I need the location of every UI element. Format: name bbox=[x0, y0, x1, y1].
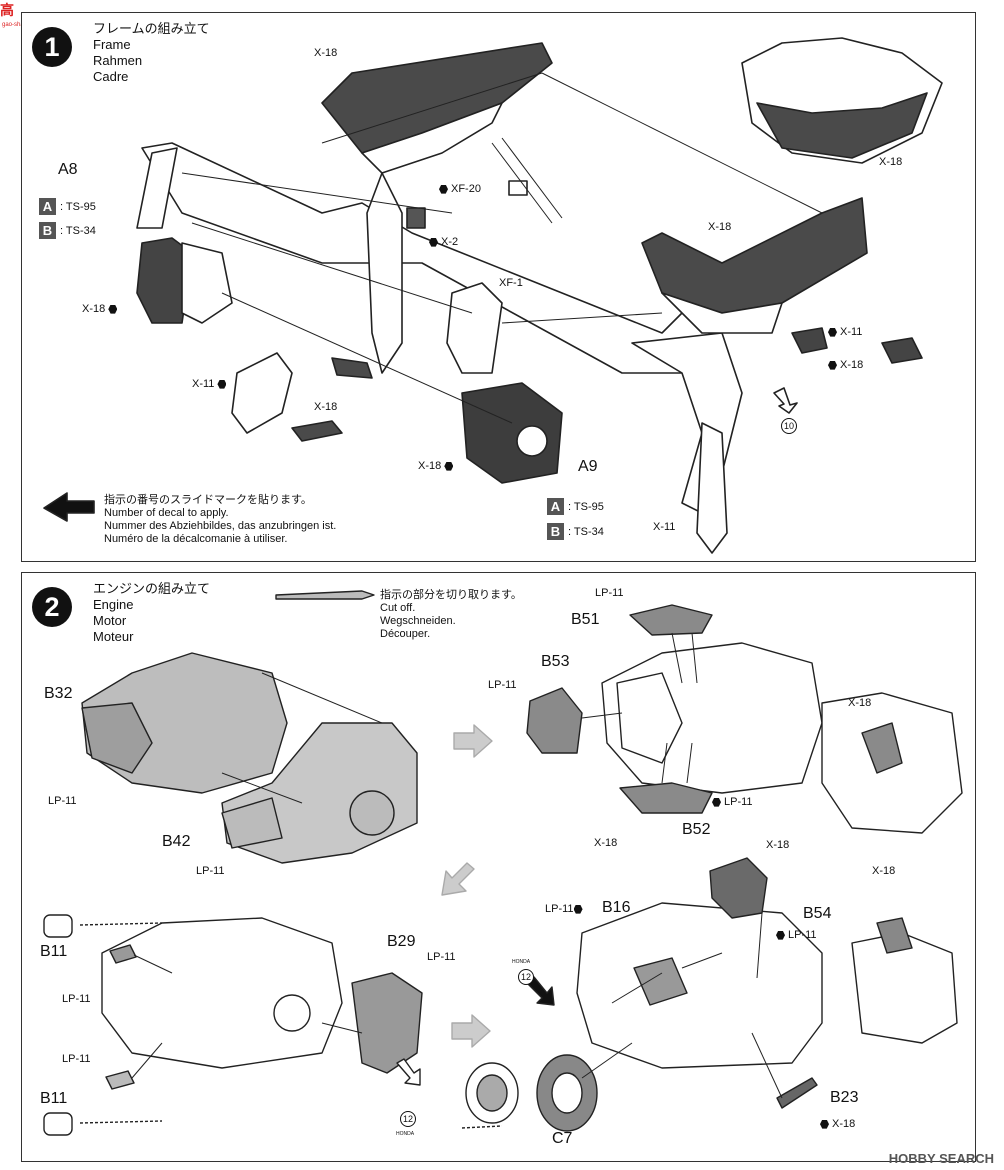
callout-x18-mid: X-18 bbox=[314, 401, 338, 413]
frame-illustration bbox=[43, 37, 943, 554]
decal-ref-12-bottom: 12 bbox=[400, 1111, 416, 1127]
step-number: 2 bbox=[32, 587, 72, 627]
part-label-b11-bottom: B11 bbox=[40, 1090, 68, 1107]
callout-xf20: XF-20 bbox=[439, 183, 481, 196]
part-label-b54: B54 bbox=[803, 905, 832, 922]
decal-ref-10: 10 bbox=[781, 418, 797, 434]
callout-x18-bottom: X-18 bbox=[418, 460, 456, 473]
callout-x18-b54: X-18 bbox=[766, 839, 790, 851]
paint-b: B: TS-34 bbox=[39, 222, 96, 239]
part-label-b11-top: B11 bbox=[40, 943, 68, 960]
callout-lp11-b32: LP-11 bbox=[48, 795, 77, 807]
callout-xf1: XF-1 bbox=[499, 277, 523, 289]
engine-illustration bbox=[43, 590, 963, 1136]
callout-x11-right: X-11 bbox=[828, 326, 862, 339]
decal-ref-12-top: 12 bbox=[518, 969, 534, 985]
paint-a: A: TS-95 bbox=[39, 198, 96, 215]
part-label-b23: B23 bbox=[830, 1089, 859, 1106]
callout-x18-r2: X-18 bbox=[872, 865, 896, 877]
callout-lp11-b54: LP-11 bbox=[776, 929, 817, 942]
decal-notice: 指示の番号のスライドマークを貼ります。Number of decal to ap… bbox=[104, 494, 337, 545]
part-label-b16: B16 bbox=[602, 899, 631, 916]
callout-x2: X-2 bbox=[429, 236, 458, 249]
part-label-a8: A8 bbox=[58, 161, 78, 178]
callout-x18-b23: X-18 bbox=[820, 1118, 855, 1131]
callout-lp11-b52: LP-11 bbox=[712, 796, 753, 809]
callout-x18-top: X-18 bbox=[314, 47, 338, 59]
callout-x11-bottom: X-11 bbox=[653, 521, 676, 533]
callout-x18-left: X-18 bbox=[82, 303, 120, 316]
part-label-b29: B29 bbox=[387, 933, 416, 950]
callout-x18-seat: X-18 bbox=[708, 221, 732, 233]
cutoff-notice: 指示の部分を切り取ります。Cut off.Wegschneiden.Découp… bbox=[380, 589, 522, 640]
callout-x18-topright: X-18 bbox=[879, 156, 903, 168]
honda-mark-bottom: HONDA bbox=[396, 1131, 415, 1137]
callout-lp11-b53: LP-11 bbox=[488, 679, 517, 691]
part-label-c7: C7 bbox=[552, 1130, 573, 1147]
step-number: 1 bbox=[32, 27, 72, 67]
part-label-b51: B51 bbox=[571, 611, 600, 628]
honda-mark-top: HONDA bbox=[512, 959, 531, 965]
part-label-b52: B52 bbox=[682, 821, 711, 838]
callout-lp11-b29: LP-11 bbox=[427, 951, 456, 963]
callout-lp11-b51: LP-11 bbox=[595, 587, 624, 599]
callout-lp11-b11-bottom: LP-11 bbox=[62, 1053, 91, 1065]
callout-lp11-b11-top: LP-11 bbox=[62, 993, 91, 1005]
part-label-b42: B42 bbox=[162, 833, 191, 850]
hobby-search-watermark: HOBBY SEARCH bbox=[888, 1151, 994, 1166]
paint-a9-b: B: TS-34 bbox=[547, 523, 604, 540]
part-label-a9: A9 bbox=[578, 458, 598, 475]
callout-lp11-b42: LP-11 bbox=[196, 865, 225, 877]
site-logo: 高 bbox=[0, 2, 14, 18]
callout-lp11-b16: LP-11 bbox=[545, 903, 586, 916]
callout-x18-r1: X-18 bbox=[848, 697, 872, 709]
part-label-b32: B32 bbox=[44, 685, 73, 702]
paint-a9-a: A: TS-95 bbox=[547, 498, 604, 515]
callout-x11-left: X-11 bbox=[192, 378, 229, 391]
callout-x18-right: X-18 bbox=[828, 359, 863, 372]
callout-x18-b52: X-18 bbox=[594, 837, 618, 849]
part-label-b53: B53 bbox=[541, 653, 570, 670]
